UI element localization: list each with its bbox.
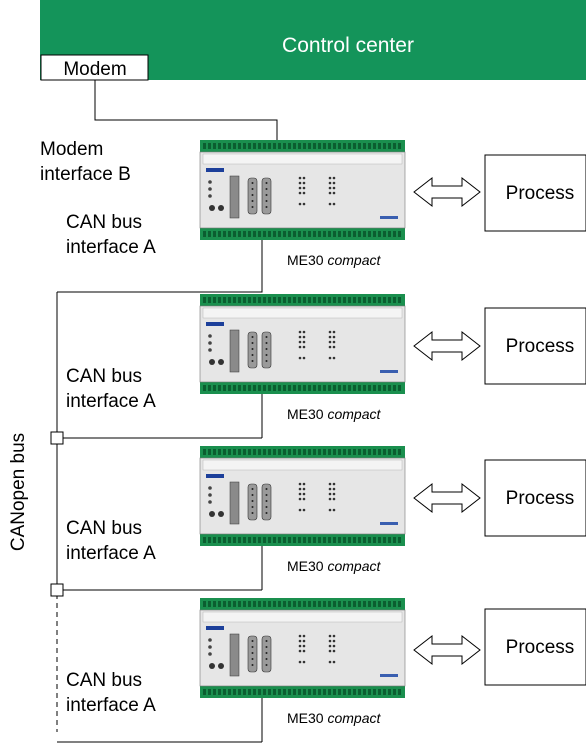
- process-label: Process: [506, 336, 575, 357]
- process-label: Process: [506, 183, 575, 204]
- compact-mark: [380, 370, 398, 373]
- logo-mark: [206, 474, 224, 478]
- module-variant: compact: [327, 406, 381, 422]
- connector: [229, 481, 240, 525]
- modem-label: Modem: [63, 59, 126, 80]
- bus-junction: [50, 583, 64, 597]
- rotary-switch: [218, 511, 224, 517]
- rotary-switch: [218, 663, 224, 669]
- compact-mark: [380, 674, 398, 677]
- control-center-title: Control center: [282, 34, 414, 57]
- rotary-switch: [218, 359, 224, 365]
- modem-interface-label-2: interface B: [40, 164, 131, 185]
- can-label-line2: interface A: [66, 695, 156, 716]
- modem-box: [40, 54, 149, 81]
- status-led: [208, 180, 212, 184]
- module-name-label: ME30 compact: [287, 406, 381, 422]
- bus-junction: [50, 431, 64, 445]
- module-name: ME30: [287, 558, 327, 574]
- module-name: ME30: [287, 252, 327, 268]
- module-name-label: ME30 compact: [287, 252, 381, 268]
- status-led: [208, 341, 212, 345]
- rotary-switch: [218, 205, 224, 211]
- status-led: [208, 348, 212, 352]
- module-name: ME30: [287, 710, 327, 726]
- rotary-switch: [209, 359, 215, 365]
- module-variant: compact: [327, 252, 381, 268]
- compact-mark: [380, 216, 398, 219]
- module-name-label: ME30 compact: [287, 710, 381, 726]
- bus-label: CANopen bus: [8, 433, 29, 551]
- process-box: [484, 154, 586, 232]
- process-box: [484, 459, 586, 537]
- connector: [229, 329, 240, 373]
- logo-mark: [206, 626, 224, 630]
- status-led: [208, 645, 212, 649]
- process-box: [484, 608, 586, 686]
- module-name: ME30: [287, 406, 327, 422]
- connector: [229, 175, 240, 219]
- can-label-line2: interface A: [66, 543, 156, 564]
- can-label-line1: CAN bus: [66, 212, 142, 233]
- module-variant: compact: [327, 558, 381, 574]
- double-arrow: [413, 176, 481, 208]
- process-box: [484, 307, 586, 385]
- status-led: [208, 652, 212, 656]
- can-connection-line: [57, 240, 263, 293]
- module-variant: compact: [327, 710, 381, 726]
- module-name-label: ME30 compact: [287, 558, 381, 574]
- can-label-line2: interface A: [66, 237, 156, 258]
- connector: [229, 633, 240, 677]
- can-label-line2: interface A: [66, 391, 156, 412]
- rotary-switch: [209, 205, 215, 211]
- status-led: [208, 500, 212, 504]
- double-arrow: [413, 482, 481, 514]
- status-led: [208, 187, 212, 191]
- status-led: [208, 638, 212, 642]
- status-led: [208, 486, 212, 490]
- rotary-switch: [209, 663, 215, 669]
- status-led: [208, 334, 212, 338]
- status-led: [208, 194, 212, 198]
- double-arrow: [413, 330, 481, 362]
- process-label: Process: [506, 637, 575, 658]
- logo-mark: [206, 322, 224, 326]
- status-led: [208, 493, 212, 497]
- can-label-line1: CAN bus: [66, 518, 142, 539]
- can-label-line1: CAN bus: [66, 366, 142, 387]
- double-arrow: [413, 634, 481, 666]
- can-label-line1: CAN bus: [66, 670, 142, 691]
- rotary-switch: [209, 511, 215, 517]
- process-label: Process: [506, 488, 575, 509]
- compact-mark: [380, 522, 398, 525]
- modem-interface-label-1: Modem: [40, 139, 103, 160]
- logo-mark: [206, 168, 224, 172]
